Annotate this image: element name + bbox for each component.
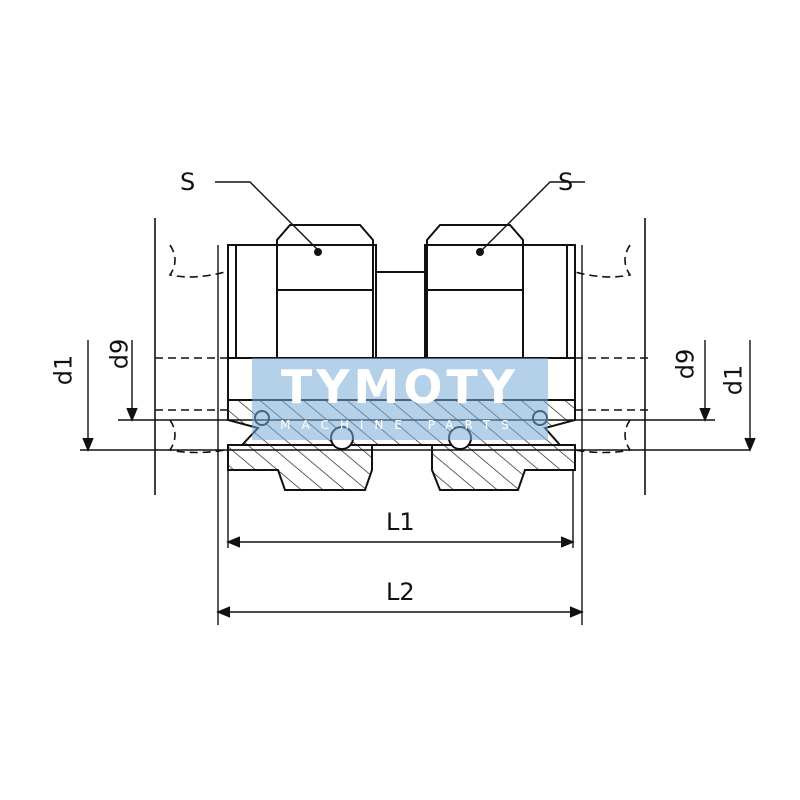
watermark-subtitle: MACHINE PARTS: [280, 418, 520, 432]
fitting-body: [227, 224, 576, 400]
label-s-right: S: [558, 168, 574, 196]
label-d1-left: d1: [49, 354, 78, 386]
label-s-left: S: [180, 168, 196, 196]
label-d1-right: d1: [719, 364, 748, 396]
label-l1: L1: [386, 508, 415, 536]
label-d9-left: d9: [105, 338, 134, 370]
label-d9-right: d9: [671, 348, 700, 380]
watermark: TYMOTY MACHINE PARTS: [252, 358, 548, 440]
label-l2: L2: [386, 578, 415, 606]
watermark-title: TYMOTY: [280, 360, 520, 414]
